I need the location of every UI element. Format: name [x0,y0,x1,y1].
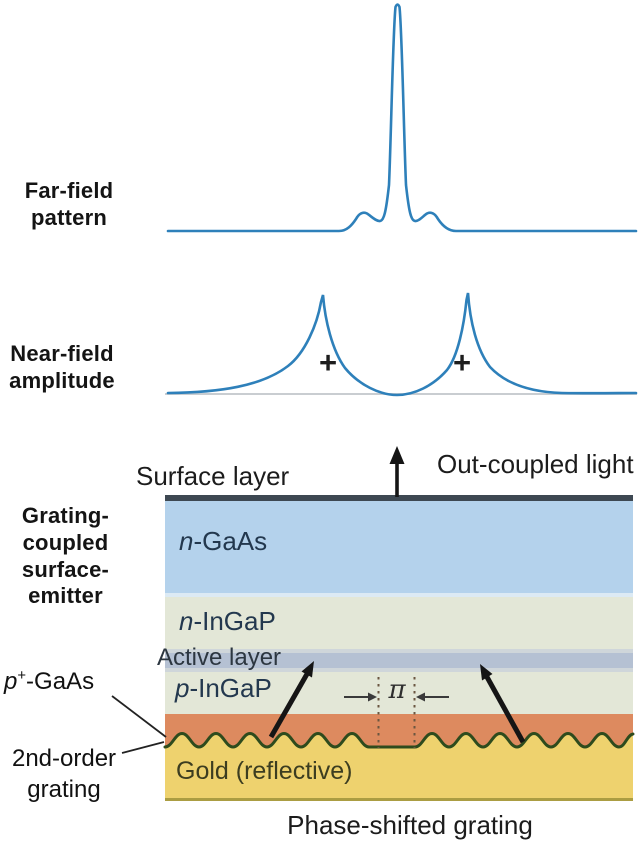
n-ingap-label-rest: -InGaP [193,606,276,636]
near-field-label: Near-field amplitude [9,341,115,394]
gold-layer [165,733,633,798]
surface-layer-label: Surface layer [136,461,290,491]
n-gaas-label-rest: -GaAs [193,526,268,556]
p-ingap-layer [165,672,633,714]
p-ingap-label: p-InGaP [175,673,272,704]
p-ingap-label-rest: -InGaP [189,673,272,703]
far-field-curve [166,3,638,233]
n-gaas-label: n-GaAs [179,526,267,557]
p-gaas-label-sup: + [17,668,27,684]
out-coupled-arrow [389,446,405,497]
n-gaas-label-italic: n [179,526,194,556]
pi-symbol: π [388,675,406,705]
emission-arrow-right [480,664,526,744]
active-layer-label: Active layer [157,644,282,671]
p-gaas-leader-line [111,695,167,738]
phase-shifted-caption: Phase-shifted grating [287,810,533,840]
far-field-label: Far-field pattern [24,178,114,231]
p-gaas-label-italic: p [4,668,18,695]
p-gaas-callout-label: p+-GaAs [4,668,94,696]
second-order-leader-line [121,741,165,754]
gold-label: Gold (reflective) [176,757,353,785]
layer-divider [165,593,633,597]
gold-bottom-edge [165,798,633,801]
pi-arrow-right [416,692,449,702]
n-gaas-layer [165,501,633,593]
active-layer-bottom-edge [165,668,633,672]
pi-arrow-left [344,692,377,702]
n-ingap-label-italic: n [179,606,194,636]
p-gaas-label-rest: -GaAs [26,668,95,695]
active-layer-top-edge [165,649,633,653]
out-coupled-light-label: Out-coupled light [437,449,634,479]
top-bar [165,495,633,501]
second-order-grating-label: 2nd-order grating [11,745,117,803]
near-field-plus-right: + [452,345,472,380]
n-ingap-label: n-InGaP [179,606,276,637]
near-field-plus-left: + [318,345,338,380]
n-ingap-layer [165,597,633,649]
emitter-label: Grating- coupled surface- emitter [21,503,110,609]
p-ingap-label-italic: p [175,673,190,703]
active-layer [165,653,633,668]
emission-arrow-left [268,661,314,739]
near-field-curve [166,292,638,397]
grating-wave-line [163,731,635,749]
